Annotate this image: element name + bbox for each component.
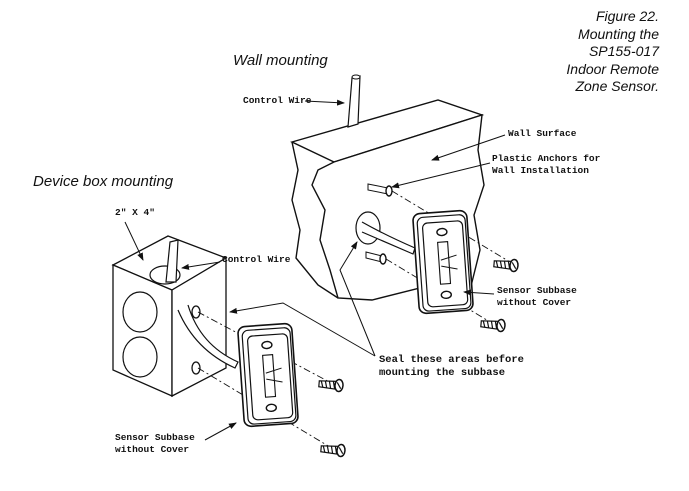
caption-line: Indoor Remote	[566, 60, 659, 77]
sensor-subbase-box	[236, 322, 300, 428]
screw-icon	[492, 257, 520, 273]
screw-icon	[319, 442, 347, 458]
label-line: Seal these areas before	[379, 354, 524, 366]
label-line: Sensor Subbase	[497, 285, 577, 296]
box-size-label: 2" X 4"	[115, 207, 155, 218]
sensor-subbase-wall	[411, 209, 475, 315]
caption-line: SP155-017	[588, 43, 659, 59]
figure-caption: Figure 22. Mounting the SP155-017 Indoor…	[566, 8, 659, 96]
seal-note-label: Seal these areas before mounting the sub…	[379, 354, 524, 380]
wall-section	[290, 74, 520, 333]
plastic-anchor-icon	[365, 251, 387, 265]
label-line: without Cover	[115, 444, 190, 455]
caption-line: Zone Sensor.	[575, 78, 659, 94]
label-line: Plastic Anchors for	[492, 153, 601, 164]
device-box	[111, 235, 347, 458]
caption-line: Figure 22.	[595, 8, 659, 24]
screw-icon	[317, 377, 345, 393]
label-line: without Cover	[497, 297, 572, 308]
wall-mounting-title: Wall mounting	[233, 52, 328, 69]
leader-lines	[124, 99, 506, 441]
device-box-mounting-title: Device box mounting	[33, 173, 174, 190]
wall-subbase-label: Sensor Subbase without Cover	[497, 285, 577, 309]
box-control-wire-label: Control Wire	[222, 254, 291, 265]
caption-line: Mounting the	[578, 25, 659, 42]
label-line: Wall Installation	[492, 165, 589, 176]
label-line: Sensor Subbase	[115, 432, 195, 443]
box-subbase-label: Sensor Subbase without Cover	[115, 432, 195, 456]
wall-control-wire-label: Control Wire	[243, 95, 312, 106]
screw-icon	[479, 317, 507, 333]
plastic-anchors-label: Plastic Anchors for Wall Installation	[492, 153, 600, 177]
wall-surface-label: Wall Surface	[508, 128, 577, 139]
label-line: mounting the subbase	[379, 367, 506, 379]
